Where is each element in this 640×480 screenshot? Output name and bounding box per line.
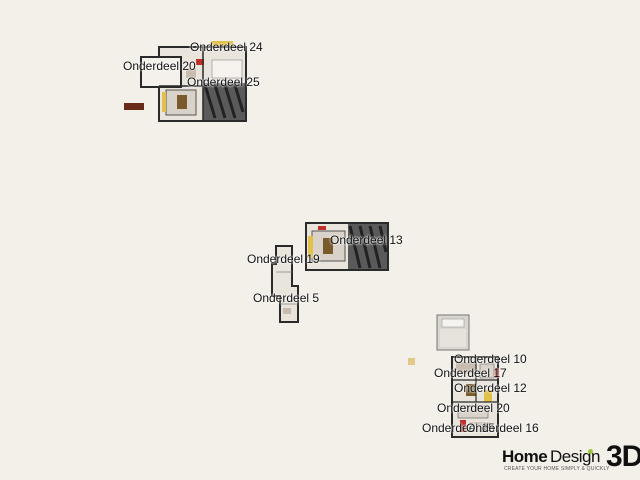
- logo-home-text: Home: [502, 447, 548, 466]
- part-label-24[interactable]: Onderdeel 24: [190, 40, 263, 54]
- floorplan-part-bottom-right[interactable]: [451, 356, 499, 438]
- part-label-5[interactable]: Onderdeel 5: [253, 291, 320, 305]
- part-label-20-top[interactable]: Onderdeel 20: [123, 59, 196, 73]
- floorplan-part-small-tan[interactable]: [408, 358, 415, 365]
- part-label-12[interactable]: Onderdeel 12: [454, 381, 527, 395]
- logo-design-text: Design: [550, 447, 600, 466]
- part-label-25[interactable]: Onderdeel 25: [187, 75, 260, 89]
- part-label-16[interactable]: Onderdeel 16: [466, 421, 539, 435]
- part-label-15[interactable]: Onderdeel 15: [422, 421, 495, 435]
- part-label-13[interactable]: Onderdeel 13: [330, 233, 403, 247]
- floorplan-part-small-brown[interactable]: [124, 103, 144, 110]
- floorplan-part-top-left[interactable]: [140, 41, 247, 122]
- floorplan-part-center[interactable]: [305, 222, 389, 271]
- home-design-3d-logo: Home Design 3D CREATE YOUR HOME SIMPLY &…: [502, 440, 640, 476]
- logo-tagline: CREATE YOUR HOME SIMPLY & QUICKLY: [504, 466, 610, 472]
- part-label-20-bottom[interactable]: Onderdeel 20: [437, 401, 510, 415]
- logo-accent-dot: [588, 449, 593, 454]
- floorplan-part-corridor[interactable]: [271, 245, 299, 323]
- floorplan-part-bed[interactable]: [436, 314, 470, 351]
- part-label-10[interactable]: Onderdeel 10: [454, 352, 527, 366]
- part-label-17[interactable]: Onderdeel 17: [434, 366, 507, 380]
- logo-3d-text: 3D: [606, 440, 640, 473]
- part-label-19[interactable]: Onderdeel 19: [247, 252, 320, 266]
